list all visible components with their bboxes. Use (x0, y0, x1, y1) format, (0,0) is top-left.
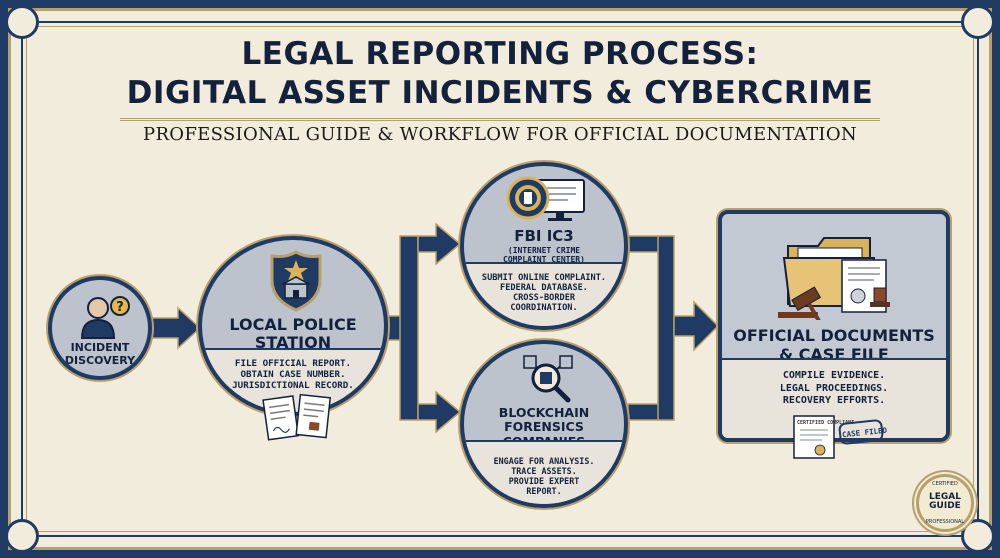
documents-label-line-1: OFFICIAL DOCUMENTS (733, 326, 935, 345)
blockchain-description: ENGAGE FOR ANALYSIS. TRACE ASSETS. PROVI… (464, 456, 624, 497)
blockchain-magnifier-icon (523, 355, 573, 403)
documents-desc-line-3: RECOVERY EFFORTS. (782, 395, 886, 406)
node-fbi-ic3: FBI IC3 (INTERNET CRIME COMPLAINT CENTER… (460, 162, 628, 330)
corner-ornament (5, 5, 39, 39)
arrow-to-fbi (417, 222, 462, 266)
seal-line-2: GUIDE (929, 501, 961, 512)
corner-ornament (5, 519, 39, 553)
arrow-to-documents (673, 300, 720, 352)
fbi-sublabel: (INTERNET CRIME COMPLAINT CENTER) (464, 246, 624, 264)
node-local-police: LOCAL POLICE STATION FILE OFFICIAL REPOR… (198, 236, 388, 416)
page-subtitle: PROFESSIONAL GUIDE & WORKFLOW FOR OFFICI… (143, 124, 857, 145)
page-title-line-1: LEGAL REPORTING PROCESS: (241, 36, 759, 72)
folder-gavel-icon (778, 237, 890, 320)
fbi-desc-line-1: SUBMIT ONLINE COMPLAINT. (481, 273, 607, 283)
page-title-line-2: DIGITAL ASSET INCIDENTS & CYBERCRIME (126, 75, 874, 111)
arrow-to-blockchain (417, 390, 462, 434)
frame-border-inner (26, 26, 974, 532)
police-desc-line-2: OBTAIN CASE NUMBER. (240, 369, 346, 381)
node-blockchain-forensics: BLOCKCHAIN FORENSICS COMPANIES ENGAGE FO… (460, 340, 628, 508)
title-divider (120, 118, 880, 121)
blockchain-desc-line-1: ENGAGE FOR ANALYSIS. (493, 456, 595, 466)
blockchain-desc-line-3: PROVIDE EXPERT (508, 475, 580, 486)
frame-border (21, 21, 979, 537)
police-label: LOCAL POLICE STATION (202, 315, 384, 353)
svg-text:?: ? (116, 300, 124, 315)
police-description: FILE OFFICIAL REPORT. OBTAIN CASE NUMBER… (202, 358, 384, 392)
arrow-incident-to-police (151, 306, 202, 350)
certificate-icon (793, 415, 835, 459)
incident-label-line-2: DISCOVERY (64, 353, 136, 367)
report-documents-icon (262, 393, 332, 441)
node-official-documents: OFFICIAL DOCUMENTS & CASE FILE COMPILE E… (718, 210, 950, 442)
fbi-description-panel (464, 262, 624, 326)
blockchain-description-panel (464, 440, 624, 504)
fbi-desc-line-2: FEDERAL DATABASE. (500, 283, 588, 294)
seal-label: LEGAL GUIDE (919, 492, 971, 512)
blockchain-label-line-2: FORENSICS (504, 419, 584, 435)
documents-description: COMPILE EVIDENCE. LEGAL PROCEEDINGS. REC… (722, 370, 946, 408)
blockchain-label-line-1: BLOCKCHAIN (498, 405, 590, 420)
arrow-split-bar (399, 235, 419, 421)
arrow-merge-bar (657, 235, 675, 421)
documents-desc-line-1: COMPILE EVIDENCE. (782, 370, 886, 381)
seal-line-1: LEGAL (929, 492, 961, 502)
seal-ring-bottom: PROFESSIONAL (925, 519, 965, 525)
police-desc-line-1: FILE OFFICIAL REPORT. (234, 358, 352, 369)
fbi-description: SUBMIT ONLINE COMPLAINT. FEDERAL DATABAS… (464, 273, 624, 314)
fbi-desc-line-3: CROSS-BORDER (512, 293, 576, 304)
incident-label: INCIDENT DISCOVERY (52, 341, 148, 367)
legal-guide-seal: CERTIFIED LEGAL GUIDE PROFESSIONAL (916, 474, 974, 532)
incident-label-line-1: INCIDENT (70, 341, 130, 354)
case-filed-stamp-icon (838, 419, 884, 445)
corner-ornament (961, 519, 995, 553)
blockchain-desc-line-4: REPORT. (526, 485, 562, 496)
police-label-line-2: STATION (254, 333, 332, 353)
fbi-label: FBI IC3 (514, 227, 574, 245)
node-incident-discovery: ? INCIDENT DISCOVERY (48, 276, 152, 380)
person-question-icon: ? (80, 296, 130, 339)
seal-ring-top: CERTIFIED (932, 481, 958, 487)
fbi-desc-line-4: COORDINATION. (510, 303, 578, 314)
police-label-line-1: LOCAL POLICE (229, 315, 357, 334)
corner-ornament (961, 5, 995, 39)
police-desc-line-3: JURISDICTIONAL RECORD. (232, 380, 354, 392)
certificate-caption: CERTIFIED COMPLIANT (797, 420, 855, 426)
fbi-sublabel-line-2: COMPLAINT CENTER) (503, 255, 585, 265)
police-badge-icon (270, 250, 322, 312)
documents-desc-line-2: LEGAL PROCEEDINGS. (779, 382, 889, 394)
fbi-sublabel-line-1: (INTERNET CRIME (507, 246, 581, 255)
fbi-seal-monitor-icon (506, 176, 585, 221)
blockchain-desc-line-2: TRACE ASSETS. (511, 465, 577, 476)
